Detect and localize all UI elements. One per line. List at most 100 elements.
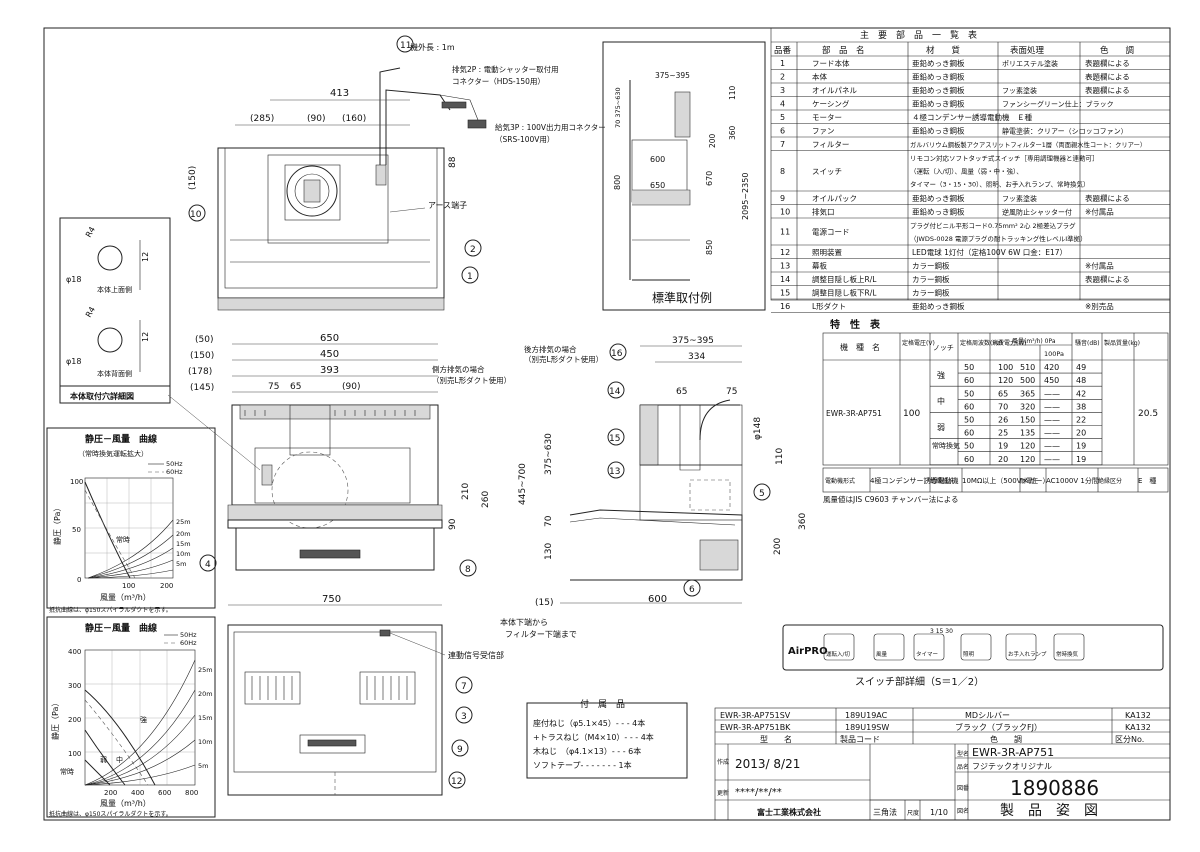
switch-button[interactable] — [913, 633, 945, 661]
svg-text:12: 12 — [141, 332, 150, 342]
switch-button[interactable] — [1053, 633, 1085, 661]
part-material-2: （JWDS-0028 電源プラグの耐トラッキング性レベルⅠ準拠） — [910, 234, 1087, 243]
svg-text:φ18: φ18 — [66, 275, 81, 284]
svg-text:100: 100 — [68, 750, 81, 758]
svg-text:12: 12 — [141, 252, 150, 262]
airpro-logo: AirPRO — [788, 646, 828, 657]
svg-text:2013/ 8/21: 2013/ 8/21 — [735, 757, 800, 771]
switch-button[interactable] — [823, 633, 855, 661]
svg-text:部 品 名: 部 品 名 — [822, 45, 865, 56]
switch-button[interactable] — [873, 633, 905, 661]
svg-text:200: 200 — [160, 582, 173, 590]
svg-text:材 質: 材 質 — [926, 45, 961, 56]
svg-text:7: 7 — [461, 682, 467, 692]
svg-text:風量(m³/h) 0Pa: 風量(m³/h) 0Pa — [1012, 338, 1056, 345]
svg-text:5: 5 — [759, 489, 765, 499]
svg-text:110: 110 — [728, 85, 737, 100]
part-name: 調整目隠し板下R/L — [812, 287, 877, 297]
svg-text:製 品 姿 図: 製 品 姿 図 — [1000, 803, 1098, 819]
part-no: 12 — [780, 248, 790, 257]
part-name: スイッチ — [812, 167, 842, 176]
part-name: フィルター — [812, 140, 849, 149]
switch-button[interactable] — [960, 633, 992, 661]
char-cell: 60 — [964, 455, 974, 464]
svg-text:EWR-3R-AP751: EWR-3R-AP751 — [972, 746, 1054, 759]
part-material: リモコン対応ソフトタッチ式スイッチ［専用調理機器と連動可］ — [910, 154, 1099, 163]
svg-text:800: 800 — [613, 175, 622, 190]
part-color: 表題欄による — [1085, 193, 1130, 203]
svg-text:作成: 作成 — [717, 758, 729, 766]
part-color: ※付属品 — [1085, 260, 1114, 270]
svg-text:弱: 弱 — [937, 423, 945, 432]
part-material: カラー鋼板 — [912, 287, 950, 297]
svg-text:型 名: 型 名 — [760, 734, 792, 744]
char-cell: 100 — [998, 363, 1013, 372]
switch-button[interactable] — [1005, 633, 1037, 661]
svg-text:800: 800 — [185, 789, 198, 797]
svg-text:EWR-3R-AP751SV: EWR-3R-AP751SV — [720, 711, 791, 720]
svg-text:200: 200 — [104, 789, 117, 797]
char-cell: —— — [1044, 442, 1060, 451]
svg-text:(150): (150) — [188, 166, 198, 190]
svg-text:10m: 10m — [198, 738, 213, 746]
svg-text:連動信号受信部: 連動信号受信部 — [448, 650, 504, 660]
char-bottom-cell: 耐電圧 — [1020, 477, 1038, 485]
char-cell: 450 — [1044, 376, 1059, 385]
svg-text:750: 750 — [322, 594, 341, 605]
svg-text:強: 強 — [937, 370, 945, 380]
svg-text:11: 11 — [400, 41, 411, 51]
char-bottom-cell: 10MΩ以上（500Vメガー） — [962, 476, 1049, 485]
svg-text:KA132: KA132 — [1125, 723, 1151, 732]
part-name: 排気口 — [812, 206, 835, 216]
part-material: 亜鉛めっき鋼板 — [912, 193, 965, 203]
svg-text:5m: 5m — [176, 560, 186, 568]
svg-text:MDシルバー: MDシルバー — [965, 711, 1010, 720]
svg-text:図番: 図番 — [957, 785, 969, 792]
part-name: 本体 — [812, 71, 827, 81]
svg-text:ソフトテープ- - - - - - - 1本: ソフトテープ- - - - - - - 1本 — [533, 760, 632, 770]
svg-text:常時換気: 常時換気 — [932, 441, 960, 450]
svg-text:本体上面側: 本体上面側 — [97, 285, 132, 294]
svg-text:90: 90 — [448, 518, 458, 530]
svg-text:ノッチ: ノッチ — [933, 344, 954, 352]
part-no: 8 — [780, 167, 785, 176]
svg-text:50Hz: 50Hz — [166, 460, 183, 468]
char-cell: 320 — [1020, 402, 1035, 411]
svg-text:特 性 表: 特 性 表 — [830, 318, 881, 331]
svg-text:100: 100 — [70, 478, 83, 486]
svg-text:65: 65 — [290, 382, 301, 392]
svg-text:15m: 15m — [176, 540, 191, 548]
part-material: 亜鉛めっき鋼板 — [912, 125, 965, 135]
part-name: 幕板 — [812, 260, 827, 270]
svg-text:風量（m³/h）: 風量（m³/h） — [100, 799, 151, 808]
part-material: 亜鉛めっき鋼板 — [912, 206, 965, 216]
part-color: 表題欄による — [1085, 58, 1130, 68]
svg-text:375~395: 375~395 — [672, 336, 714, 346]
svg-text:600: 600 — [648, 594, 667, 605]
part-balloons: 11 1 2 10 4 8 7 3 9 12 16 14 15 13 5 6 — [188, 35, 771, 789]
switch-button-label: タイマー — [916, 650, 938, 658]
svg-text:本体背面側: 本体背面側 — [97, 369, 132, 378]
svg-text:375~395: 375~395 — [655, 71, 690, 80]
part-no: 10 — [780, 207, 790, 216]
svg-text:1/10: 1/10 — [930, 808, 948, 817]
svg-text:88: 88 — [448, 156, 458, 168]
svg-text:3: 3 — [461, 712, 467, 722]
part-material: ４極コンデンサー誘導電動機 Ｅ種 — [912, 112, 1032, 122]
svg-text:15m: 15m — [198, 714, 213, 722]
sheet-border — [43, 27, 1171, 821]
svg-text:排気2P : 電動シャッター取付用: 排気2P : 電動シャッター取付用 — [452, 64, 559, 74]
svg-text:25m: 25m — [176, 518, 191, 526]
svg-text:（別売L形ダクト使用）: （別売L形ダクト使用） — [432, 375, 511, 385]
char-cell: 25 — [998, 429, 1008, 438]
svg-text:強: 強 — [140, 716, 147, 724]
part-color: ※別売品 — [1085, 301, 1114, 311]
char-cell: —— — [1044, 429, 1060, 438]
part-no: 1 — [780, 59, 785, 68]
chart1-title: 静圧－風量 曲線 — [85, 433, 157, 445]
switch-button-label: 運転入/切 — [826, 651, 850, 658]
svg-text:6: 6 — [689, 585, 695, 595]
svg-text:200: 200 — [708, 133, 717, 148]
svg-text:75: 75 — [268, 382, 279, 392]
